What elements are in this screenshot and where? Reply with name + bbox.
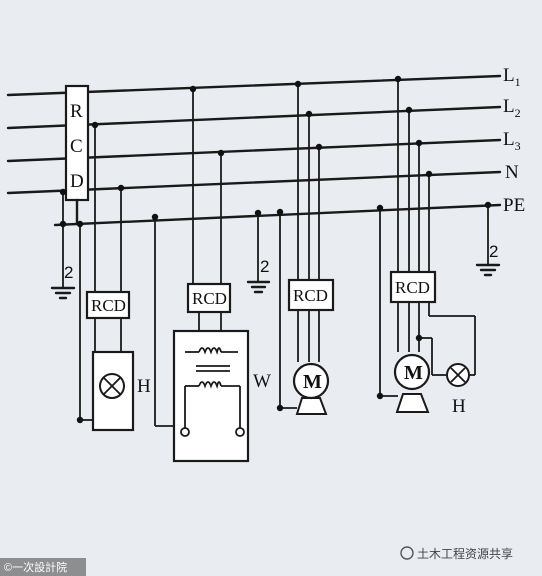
bus-l2 [6, 105, 502, 130]
motor-label: M [303, 371, 322, 393]
motor-icon-2: M [393, 353, 431, 413]
main-rcd-letter-c: C [70, 136, 83, 157]
motor-icon: M [292, 362, 330, 415]
watermark-right: 土木工程资源共享 [400, 546, 513, 561]
transformer-label: W [253, 371, 271, 392]
ground-middle: 2 [246, 209, 271, 294]
branch-lamp-rcd [85, 290, 131, 320]
svg-text:RCD: RCD [91, 296, 126, 315]
svg-text:RCD: RCD [293, 286, 328, 305]
label-l3: L3 [503, 129, 521, 153]
label-l2: L2 [503, 96, 521, 120]
ground-right-label: 2 [489, 242, 498, 261]
ground-left: 2 [50, 188, 76, 300]
label-l1: L1 [503, 65, 521, 89]
lamp-label: H [137, 376, 151, 397]
branch-motor-lamp: RCD M H [376, 75, 476, 417]
ground-middle-label: 2 [260, 257, 269, 276]
ground-left-label: 2 [64, 263, 73, 282]
branch-motor-lamp-rcd [389, 270, 437, 304]
svg-text:©一次設計院: ©一次設計院 [4, 560, 67, 574]
branch-transformer: RCD W [151, 85, 271, 463]
main-rcd: R C D [64, 84, 90, 226]
lamp2-label: H [452, 396, 466, 417]
branch-motor: RCD M [276, 80, 335, 415]
bus-labels: L1 L2 L3 N PE [503, 65, 525, 216]
transformer-icon [180, 347, 245, 437]
wechat-icon [400, 546, 414, 560]
label-pe: PE [503, 195, 525, 216]
motor-label-2: M [404, 362, 423, 384]
watermark-left: ©一次設計院 [0, 558, 86, 576]
ground-right: 2 [475, 201, 501, 277]
svg-text:土木工程资源共享: 土木工程资源共享 [417, 546, 513, 561]
svg-text:RCD: RCD [395, 278, 430, 297]
branch-lamp: RCD H [76, 121, 151, 432]
branch-transformer-rcd [186, 282, 232, 314]
svg-text:RCD: RCD [192, 289, 227, 308]
main-rcd-letter-r: R [70, 101, 83, 122]
bus-n [6, 170, 502, 195]
label-n: N [505, 162, 519, 183]
bus-l1 [6, 74, 502, 97]
bus-pe [53, 203, 502, 227]
bus-lines [6, 74, 502, 227]
branch-motor-rcd [287, 278, 335, 312]
lamp-icon-2 [446, 363, 470, 387]
main-rcd-letter-d: D [70, 171, 84, 192]
